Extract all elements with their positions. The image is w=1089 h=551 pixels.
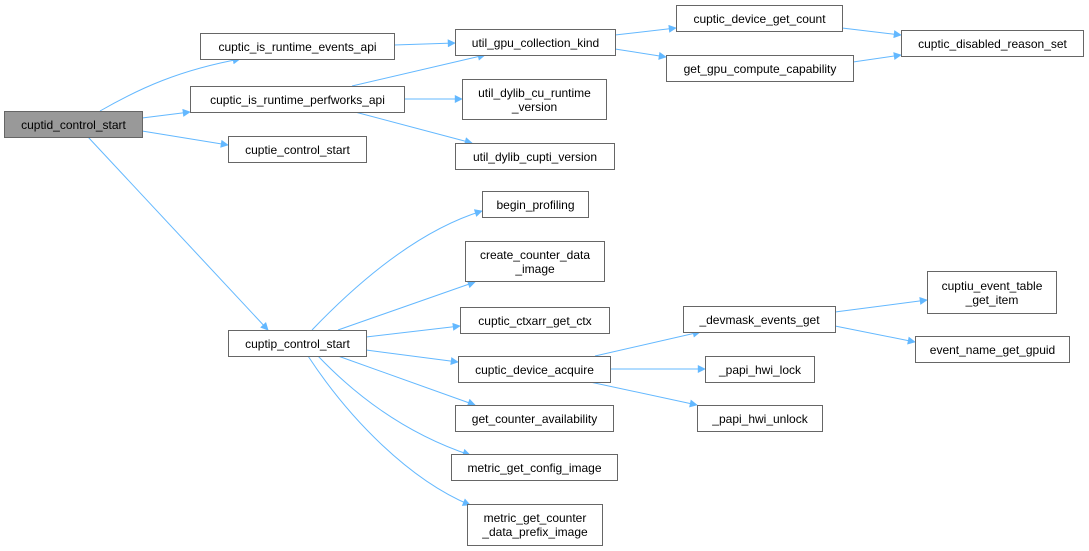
node-metric-get-config-image[interactable]: metric_get_config_image [451,454,618,481]
node-cuptic-is-runtime-perfworks-api[interactable]: cuptic_is_runtime_perfworks_api [190,86,405,113]
edge-devmask-to-event-name [834,325,916,345]
edge-compute-cap-to-disabled [852,52,902,63]
node-util-dylib-cupti-version[interactable]: util_dylib_cupti_version [455,143,615,170]
node-event-name-get-gpuid[interactable]: event_name_get_gpuid [915,336,1070,363]
node-metric-get-counter-data-prefix-image[interactable]: metric_get_counter _data_prefix_image [467,504,603,546]
node-cuptic-disabled-reason-set[interactable]: cuptic_disabled_reason_set [901,30,1084,57]
node-cuptid-control-start: cuptid_control_start [4,111,143,138]
node-papi-hwi-lock[interactable]: _papi_hwi_lock [705,356,815,383]
node-cuptiu-event-table-get-item[interactable]: cuptiu_event_table _get_item [927,271,1057,314]
edge-cuptid-to-cuptip [87,136,269,331]
node-devmask-events-get[interactable]: _devmask_events_get [683,306,836,333]
edge-cuptip-to-ctxarr [365,322,461,338]
edge-cuptip-to-begin-profiling [311,209,483,331]
edge-perfworks-to-util-gpu [351,52,486,87]
node-begin-profiling[interactable]: begin_profiling [482,191,589,218]
edge-cuptip-to-prefix-image [307,355,471,506]
node-cuptic-is-runtime-events-api[interactable]: cuptic_is_runtime_events_api [200,33,395,60]
edge-devmask-to-cuptiu [834,296,928,313]
node-create-counter-data-image[interactable]: create_counter_data _image [465,241,605,282]
node-cuptie-control-start[interactable]: cuptie_control_start [228,136,367,163]
edge-cuptid-to-perfworks-api [141,108,191,119]
node-util-dylib-cu-runtime-version[interactable]: util_dylib_cu_runtime _version [462,79,607,120]
node-cuptic-ctxarr-get-ctx[interactable]: cuptic_ctxarr_get_ctx [460,307,610,334]
edge-cuptip-to-device-acquire [365,349,459,366]
edge-perfworks-to-cupti-version [354,111,473,146]
edge-events-api-to-util-gpu [393,39,456,48]
edge-cuptid-to-cuptie [141,130,229,148]
node-cuptip-control-start[interactable]: cuptip_control_start [228,330,367,357]
edge-util-gpu-to-compute-cap [614,48,667,60]
node-cuptic-device-get-count[interactable]: cuptic_device_get_count [676,5,843,32]
edge-cuptip-to-create-counter [337,280,476,331]
node-get-gpu-compute-capability[interactable]: get_gpu_compute_capability [666,55,854,82]
node-get-counter-availability[interactable]: get_counter_availability [455,405,614,432]
edge-cuptip-to-counter-avail [337,355,476,407]
edge-util-gpu-to-device-count [614,24,677,36]
edge-acquire-to-papi-unlock [589,381,698,408]
edge-acquire-to-devmask [594,329,701,357]
node-util-gpu-collection-kind[interactable]: util_gpu_collection_kind [455,29,616,56]
edge-cuptip-to-metric-config [317,355,471,457]
node-cuptic-device-acquire[interactable]: cuptic_device_acquire [458,356,611,383]
edge-device-count-to-disabled [841,27,902,39]
node-papi-hwi-unlock[interactable]: _papi_hwi_unlock [697,405,823,432]
edge-cuptid-to-events-api [99,56,241,112]
